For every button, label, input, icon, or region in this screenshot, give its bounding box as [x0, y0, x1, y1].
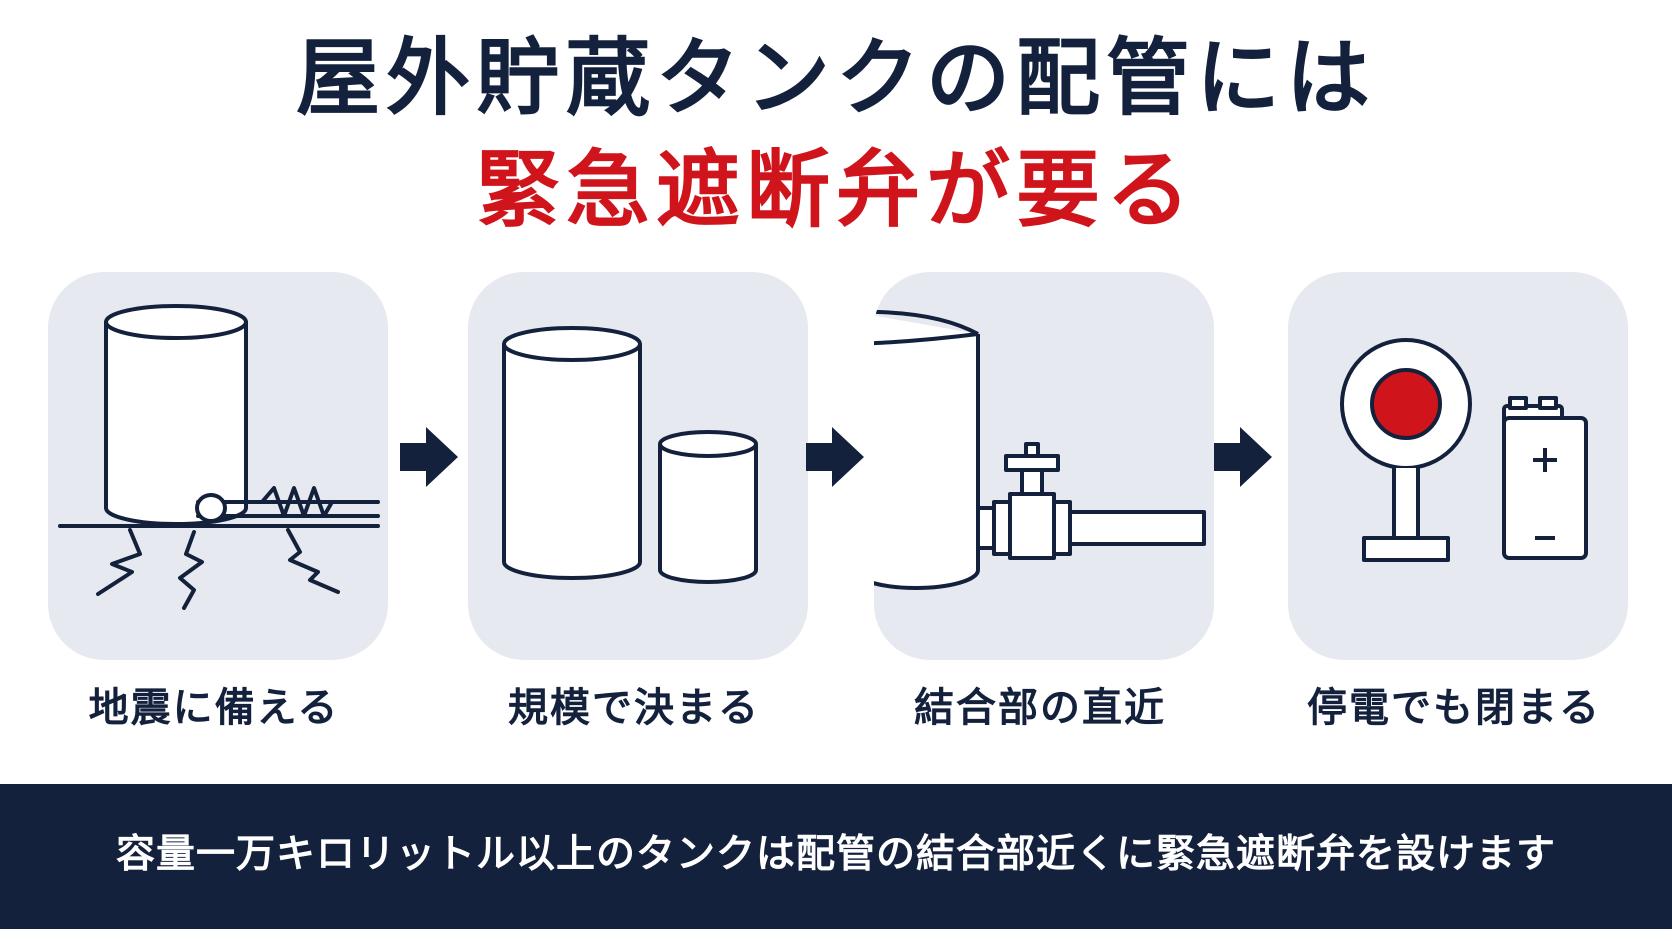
step-label-scale: 規模で決まる [508, 685, 760, 731]
step-panel-joint [874, 272, 1214, 660]
step-panel-earthquake [48, 272, 388, 660]
step-label-earthquake: 地震に備える [88, 685, 340, 731]
stop-button-battery-icon [1340, 338, 1588, 562]
tank-valve-icon [874, 309, 1206, 590]
title-line-2: 緊急遮断弁が要る [475, 141, 1196, 239]
tank-earthquake-icon [58, 304, 380, 610]
title-line-1: 屋外貯蔵タンクの配管には [295, 29, 1376, 127]
arrow-right-icon [1214, 427, 1272, 487]
tank-size-icon [502, 326, 758, 584]
step-label-joint: 結合部の直近 [914, 685, 1166, 731]
arrow-right-icon [806, 427, 864, 487]
summary-banner: 容量一万キロリットル以上のタンクは配管の結合部近くに緊急遮断弁を設けます [0, 784, 1672, 929]
step-panel-power-failure [1288, 272, 1628, 660]
step-label-power-failure: 停電でも閉まる [1307, 685, 1601, 731]
step-panel-scale [468, 272, 808, 660]
arrow-right-icon [400, 427, 458, 487]
summary-text: 容量一万キロリットル以上のタンクは配管の結合部近くに緊急遮断弁を設けます [115, 832, 1556, 877]
